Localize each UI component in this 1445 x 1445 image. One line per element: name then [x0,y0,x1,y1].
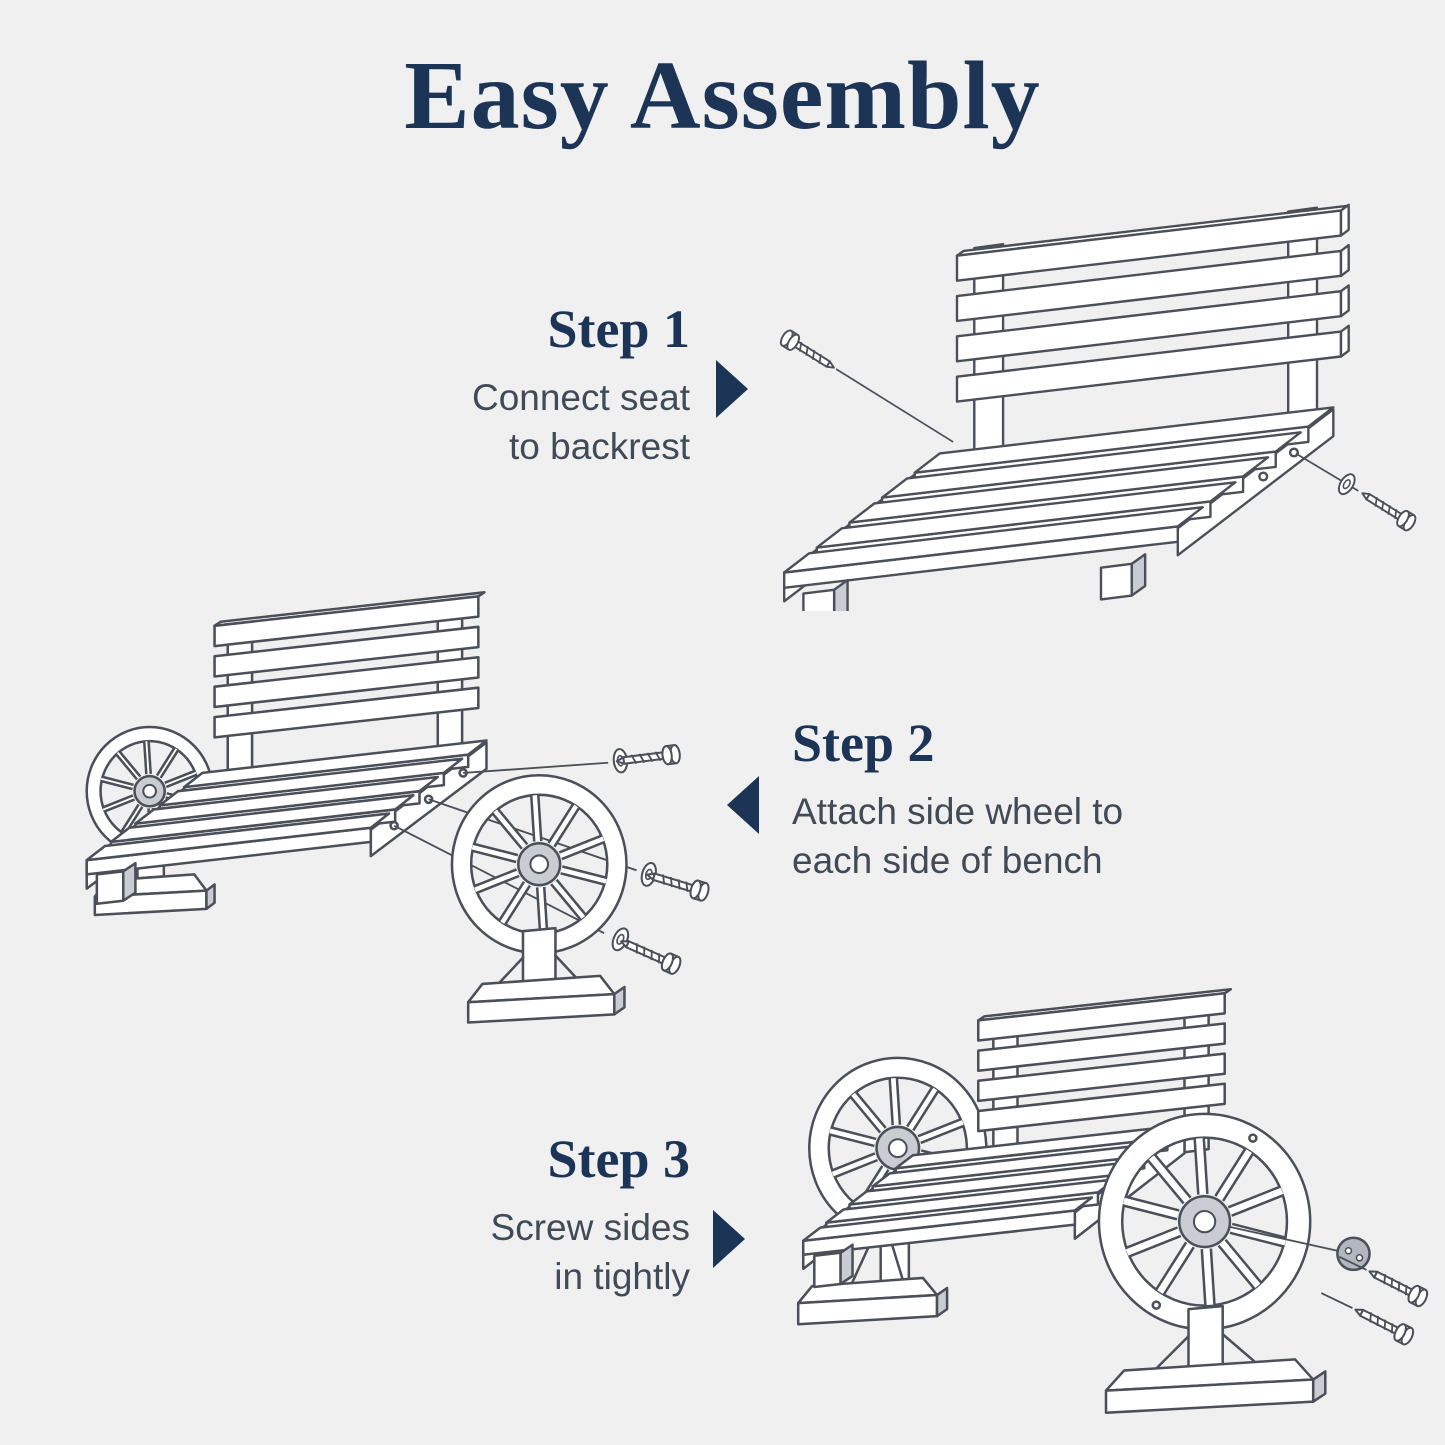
screw-icon [646,872,710,902]
step1-heading: Step 1 [547,299,690,359]
step3-heading: Step 3 [547,1129,690,1189]
guide-line [1338,1255,1367,1271]
right-wheel-base [466,926,626,1024]
page-title: Easy Assembly [404,42,1041,150]
left-wheel-base [796,1232,949,1326]
step3-illustration [796,987,1429,1414]
rim-bolt [1151,1300,1162,1310]
axle-cap-icon [1336,1236,1371,1272]
washer-icon [1337,473,1356,496]
backrest [955,203,1350,484]
guide-line [1320,1292,1353,1309]
screw-icon [1361,492,1417,532]
screw-icon [1354,1308,1415,1346]
step1-text-block: Step 1 Connect seat to backrest [420,298,690,472]
right-wheel [1097,1112,1312,1331]
right-wheel [450,773,628,955]
screw-icon [779,329,835,369]
step1-illustration [779,203,1417,611]
step1-description: Connect seat to backrest [471,377,690,467]
guide-line [1228,1225,1338,1252]
step3-arrow-icon [713,1210,745,1268]
screw-icon [1368,1270,1429,1308]
guide-line [463,761,609,774]
guide-line [835,368,954,443]
step3-text-block: Step 3 Screw sides in tightly [420,1128,690,1302]
backrest [213,591,486,800]
screw-icon [620,940,682,975]
rim-bolt [1248,1133,1258,1143]
seat [783,406,1335,611]
step2-illustration [85,591,710,1024]
step2-description: Attach side wheel to each side of bench [792,791,1124,881]
step2-heading: Step 2 [792,713,935,773]
step2-text-block: Step 2 Attach side wheel to each side of… [792,712,1262,886]
right-wheel-base [1104,1304,1327,1414]
step3-description: Screw sides in tightly [490,1207,690,1297]
left-wheel [85,725,214,857]
step2-arrow-icon [727,776,759,834]
screw-icon [615,744,681,766]
step1-arrow-icon [716,360,748,418]
